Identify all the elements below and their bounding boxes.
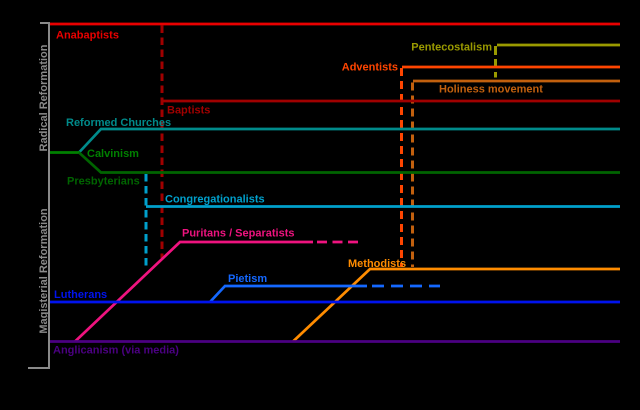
methodists-label: Methodists [348, 258, 406, 270]
branch-anabaptists: Anabaptists [50, 22, 620, 42]
branch-holiness-movement: Holiness movement [411, 79, 620, 267]
branch-baptists: Baptists [160, 25, 620, 258]
lutherans-label: Lutherans [54, 289, 107, 301]
reformed-churches-label: Reformed Churches [66, 117, 171, 129]
branch-lutherans: Lutherans [50, 289, 620, 304]
branch-anglicanism: Anglicanism (via media) [50, 340, 620, 357]
presbyterians-label: Presbyterians [67, 176, 140, 188]
branch-reformed-churches: Reformed Churches [66, 117, 620, 154]
branch-calvinism: Calvinism [50, 148, 139, 160]
reformed-churches-line [78, 127, 620, 154]
branch-methodists: Methodists [292, 258, 620, 343]
anglicanism-label: Anglicanism (via media) [53, 345, 179, 357]
calvinism-label: Calvinism [87, 148, 139, 160]
era-label-radical-reformation: Radical Reformation [38, 44, 50, 151]
anabaptists-label: Anabaptists [56, 30, 119, 42]
era-label-magisterial-reformation: Magisterial Reformation [38, 208, 50, 334]
branch-presbyterians: Presbyterians [67, 151, 620, 188]
branch-congregationalists: Congregationalists [144, 174, 620, 270]
holiness-label: Holiness movement [439, 84, 543, 96]
baptists-label: Baptists [167, 105, 210, 117]
methodists-line [292, 267, 620, 343]
pietism-label: Pietism [228, 273, 267, 285]
puritans-line [74, 240, 313, 343]
adventists-label: Adventists [342, 62, 398, 74]
branch-pietism: Pietism [209, 273, 440, 303]
pentecostalism-label: Pentecostalism [411, 42, 492, 54]
branch-puritans-separatists: Puritans / Separatists [74, 228, 363, 343]
pietism-line [209, 284, 367, 303]
era-bracket-axis [28, 22, 50, 369]
branch-pentecostalism: Pentecostalism [411, 42, 620, 78]
congregationalists-label: Congregationalists [165, 194, 265, 206]
presbyterians-line [78, 151, 620, 174]
puritans-label: Puritans / Separatists [182, 228, 295, 240]
